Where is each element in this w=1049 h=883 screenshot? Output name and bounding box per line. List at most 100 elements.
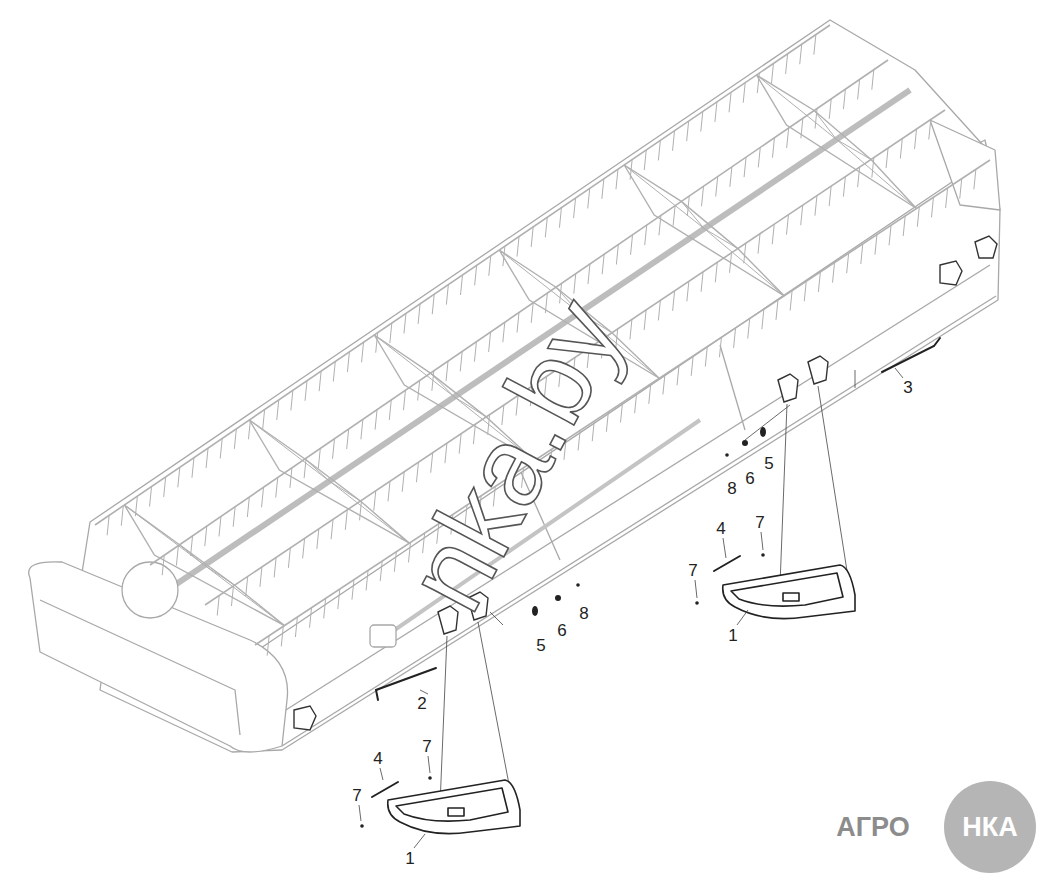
reel-tine <box>734 328 736 348</box>
reel-tine <box>331 519 333 539</box>
reel-arm <box>757 75 837 140</box>
reel-tine <box>333 362 335 382</box>
callout-leader <box>420 690 428 694</box>
reel-tine <box>432 294 434 314</box>
leader-line <box>745 405 790 440</box>
reel-tine <box>418 380 420 400</box>
reel-tine <box>602 254 604 274</box>
reel-tine <box>843 89 845 109</box>
reel-tine <box>843 177 845 197</box>
reel-tine <box>814 35 816 55</box>
pin <box>714 556 740 571</box>
reel-tine <box>616 245 618 265</box>
reel-tine <box>360 500 362 520</box>
reel-tine <box>559 208 561 228</box>
reel-tine <box>946 188 948 208</box>
right-end <box>930 120 1000 210</box>
reel-tine <box>588 264 590 284</box>
callout-leader <box>695 580 697 598</box>
reel-tine <box>176 546 178 566</box>
callout-number: 7 <box>352 787 361 804</box>
reel-arm <box>180 545 205 565</box>
reel-tine <box>416 462 418 482</box>
callout-number: 7 <box>755 514 764 531</box>
reel-tine <box>217 595 219 615</box>
reel-tine <box>616 169 618 189</box>
reel-tine <box>246 576 248 596</box>
reel-tine <box>121 506 123 526</box>
reel-tine <box>324 598 326 618</box>
leader-line <box>440 636 447 805</box>
reel-tine <box>247 497 249 517</box>
reel-tine <box>304 458 306 478</box>
pin-clip <box>761 553 765 557</box>
reel-tine <box>178 467 180 487</box>
reel-tine <box>402 472 404 492</box>
reel-spider <box>757 75 917 209</box>
reel-tine <box>818 272 820 292</box>
reel-arm <box>837 140 917 209</box>
callout-number: 5 <box>536 637 545 654</box>
reel-tine <box>431 453 433 473</box>
reel-tine <box>361 419 363 439</box>
reel-tine <box>631 235 633 255</box>
reel-tine <box>276 478 278 498</box>
reel-tine <box>474 342 476 362</box>
reel-tine <box>446 361 448 381</box>
reel-tine <box>352 580 354 600</box>
reel-tine <box>489 332 491 352</box>
reel-arm <box>814 111 836 140</box>
callout-number: 2 <box>417 695 426 712</box>
reel-arm <box>249 420 329 481</box>
reel-tine <box>645 225 647 245</box>
reel-tine <box>404 313 406 333</box>
callout-leader <box>761 532 763 550</box>
reel-tine <box>829 99 831 119</box>
callout-number: 3 <box>903 379 912 396</box>
mount-bracket <box>808 356 828 384</box>
reel-tine <box>319 371 321 391</box>
tray-lug <box>783 593 799 601</box>
leader-line <box>818 386 850 590</box>
reel-tine <box>829 186 831 206</box>
reel-tine <box>347 352 349 372</box>
reel-tine <box>205 526 207 546</box>
reel-tine <box>545 217 547 237</box>
reel-tine <box>305 381 307 401</box>
callout-leader <box>895 368 903 378</box>
reel-tine <box>900 139 902 159</box>
reel-tine <box>917 207 919 227</box>
callout-number: 6 <box>745 470 754 487</box>
reel-tine <box>786 54 788 74</box>
reel-tine <box>267 636 269 656</box>
reel-tine <box>446 285 448 305</box>
reel-tine <box>644 310 646 330</box>
callout-number: 4 <box>373 750 382 767</box>
reel-tine <box>281 626 283 646</box>
callout-number: 7 <box>422 738 431 755</box>
gearbox <box>370 625 396 647</box>
reel-arm <box>704 229 738 249</box>
reel-tine <box>362 342 364 362</box>
reel-arm <box>704 229 784 296</box>
reel-tine <box>743 83 745 103</box>
reel-tine <box>858 79 860 99</box>
callout-number: 6 <box>557 622 566 639</box>
reel-arm <box>681 201 704 228</box>
reel-tine <box>786 215 788 235</box>
mount-bracket <box>975 236 997 258</box>
reel-tine <box>375 410 377 430</box>
reel-tine <box>635 393 637 413</box>
reel-tine <box>687 121 689 141</box>
reel-tine <box>310 608 312 628</box>
reel-tine <box>403 390 405 410</box>
reel-tine <box>847 253 849 273</box>
reel-tine <box>729 92 731 112</box>
guard-tray-inner <box>396 788 508 821</box>
logo-text: АГРО <box>836 814 909 841</box>
reel-tine <box>872 70 874 90</box>
reel-tine <box>744 157 746 177</box>
callout-number: 1 <box>728 627 737 644</box>
reel-arm <box>124 505 204 565</box>
reel-tine <box>150 487 152 507</box>
